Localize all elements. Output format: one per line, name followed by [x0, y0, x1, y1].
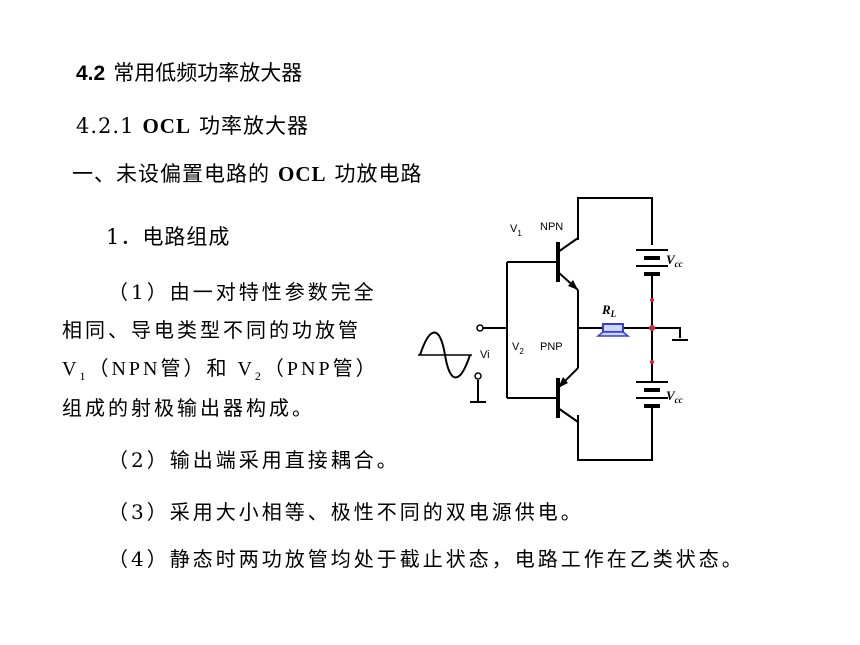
part-heading: 一、未设偏置电路的 OCL 功放电路 [72, 158, 423, 188]
para1-line2: 相同、导电类型不同的功放管 [62, 318, 361, 342]
rl-label: RL [601, 302, 617, 319]
rail-node-top [650, 298, 654, 302]
rail-node-bot [650, 360, 654, 364]
section-heading-4-2: 4.2 常用低频功率放大器 [76, 57, 302, 87]
speaker-icon [602, 323, 624, 333]
vcc-bottom-label: Vcc [666, 388, 683, 405]
output-node [649, 325, 655, 331]
npn-emitter-arrow [568, 280, 578, 290]
para3: （3）采用大小相等、极性不同的双电源供电。 [108, 500, 584, 524]
para2: （2）输出端采用直接耦合。 [108, 448, 400, 472]
pnp-collector [557, 407, 579, 423]
v2-subscript: 2 [254, 369, 264, 383]
ocl-circuit-diagram: V1 NPN V2 PNP Vi RL Vcc Vcc [418, 197, 688, 461]
v2-label: V2 [512, 341, 524, 356]
v1-label: V1 [510, 223, 522, 238]
top-rail-wire [577, 197, 653, 245]
v1-subscript: 1 [79, 369, 89, 383]
pnp-emitter-arrow [558, 377, 568, 388]
para1-line3: V1（NPN管）和 V2（PNP管） [62, 352, 379, 384]
section-number: 4.2 [76, 62, 106, 85]
npn-label: NPN [540, 221, 563, 233]
vi-label: Vi [480, 349, 490, 361]
v1-text: V [62, 358, 80, 380]
subsection-heading-4-2-1: 4.2.1 OCL 功率放大器 [76, 110, 309, 140]
subsection-title: 功率放大器 [198, 114, 309, 138]
vcc-top-label: Vcc [666, 252, 683, 269]
part-heading-post: 功放电路 [334, 162, 423, 186]
section-title: 常用低频功率放大器 [113, 61, 303, 85]
input-terminal [476, 324, 484, 332]
bottom-rail-wire [577, 415, 653, 461]
part-heading-pre: 一、未设偏置电路的 [72, 162, 270, 186]
part-heading-ocl: OCL [278, 162, 327, 186]
subsection-number: 4.2.1 [76, 114, 135, 138]
pnp-label: PNP [540, 341, 563, 353]
para1-line4: 组成的射极输出器构成。 [62, 396, 315, 420]
para1-line1: （1）由一对特性参数完全 [108, 280, 377, 304]
speaker-cone [595, 331, 631, 337]
item-heading: 1．电路组成 [106, 225, 231, 249]
para4: （4）静态时两功放管均处于截止状态，电路工作在乙类状态。 [108, 547, 745, 571]
npn-collector [557, 237, 579, 253]
source-terminal [474, 372, 482, 380]
subsection-ocl: OCL [142, 114, 191, 138]
npn-text: （NPN管）和 V [88, 358, 255, 380]
pnp-text: （PNP管） [263, 358, 379, 380]
